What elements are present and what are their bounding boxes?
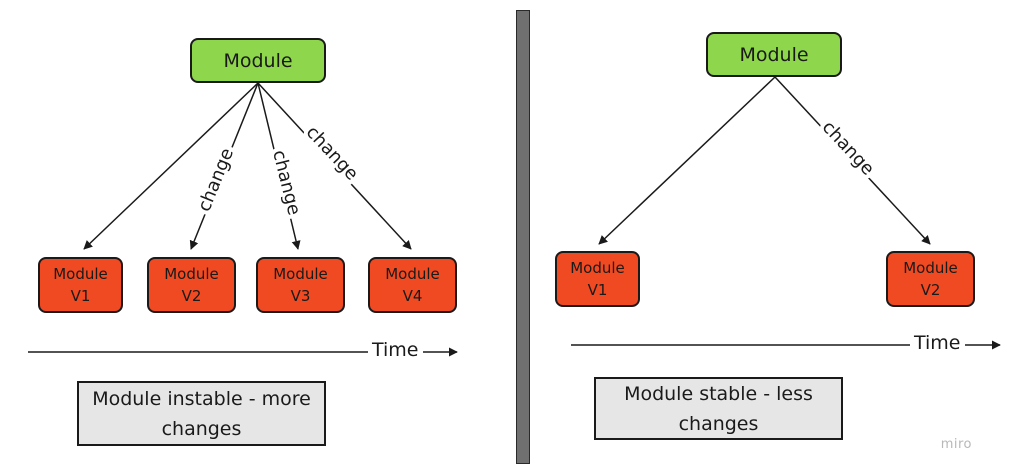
right-module-node: Module xyxy=(706,32,842,77)
right-module-label: Module xyxy=(739,43,809,66)
edge-label-left-v2: change xyxy=(194,145,238,214)
divider-bar xyxy=(516,10,530,464)
edge-left-v4 xyxy=(257,82,412,250)
left-v2-line1: Module xyxy=(164,265,219,283)
right-version-node-v1: Module V1 xyxy=(555,251,640,307)
right-time-label: Time xyxy=(910,332,965,354)
right-version-node-v2: Module V2 xyxy=(886,251,975,307)
right-v1-line2: V1 xyxy=(587,281,608,299)
left-module-node: Module xyxy=(190,38,326,83)
edge-label-left-v3: change xyxy=(268,148,304,217)
left-version-node-v1: Module V1 xyxy=(38,257,123,313)
right-v2-line2: V2 xyxy=(920,281,941,299)
left-note-line1: Module instable - more xyxy=(92,387,311,410)
edge-right-v1 xyxy=(598,76,776,245)
edge-right-v2 xyxy=(774,76,931,245)
right-v1-line1: Module xyxy=(570,259,625,277)
left-v1-line2: V1 xyxy=(70,287,91,305)
edge-left-v2 xyxy=(189,82,259,250)
left-v3-line2: V3 xyxy=(290,287,311,305)
left-v2-line2: V2 xyxy=(181,287,202,305)
right-note-line1: Module stable - less xyxy=(624,382,813,405)
left-v4-line2: V4 xyxy=(402,287,423,305)
miro-watermark: miro xyxy=(940,437,972,452)
left-version-node-v3: Module V3 xyxy=(256,257,345,313)
left-version-node-v4: Module V4 xyxy=(368,257,457,313)
left-time-label: Time xyxy=(368,339,423,361)
left-module-label: Module xyxy=(223,49,293,72)
edge-left-v1 xyxy=(83,82,259,250)
left-note-line2: changes xyxy=(161,417,242,440)
right-note-line2: changes xyxy=(678,412,759,435)
left-v4-line1: Module xyxy=(385,265,440,283)
edge-left-v3 xyxy=(257,82,301,250)
right-note: Module stable - less changes xyxy=(594,377,843,440)
edge-label-left-v4: change xyxy=(302,122,363,185)
left-v3-line1: Module xyxy=(273,265,328,283)
edge-label-right-v2: change xyxy=(818,117,879,180)
left-version-node-v2: Module V2 xyxy=(147,257,236,313)
right-v2-line1: Module xyxy=(903,259,958,277)
left-note: Module instable - more changes xyxy=(77,381,326,446)
left-v1-line1: Module xyxy=(53,265,108,283)
